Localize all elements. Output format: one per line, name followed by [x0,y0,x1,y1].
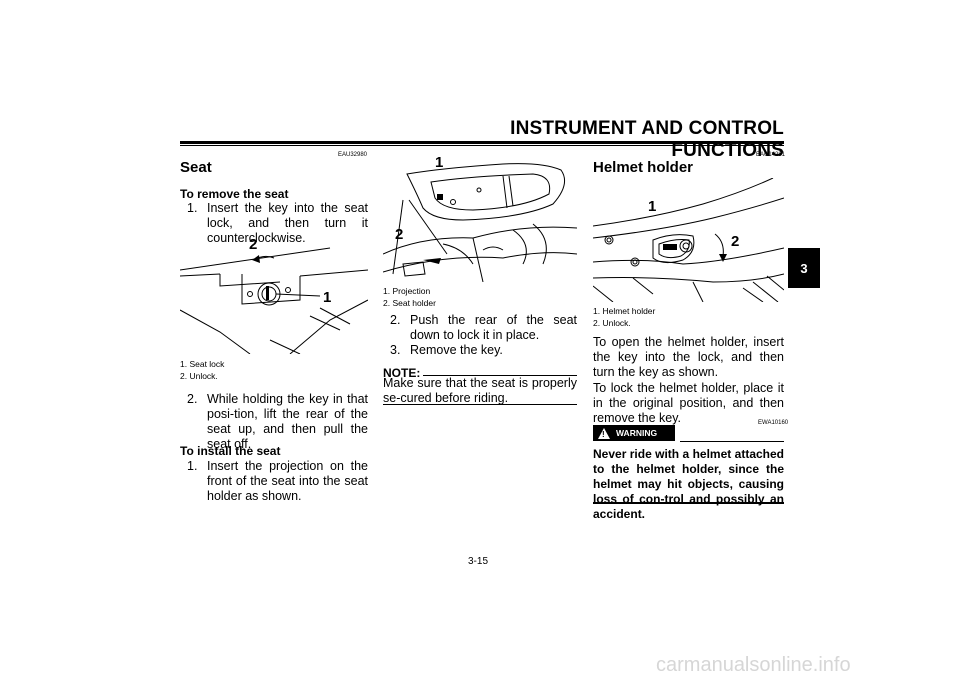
figure-label-1: 1 [648,198,657,215]
step-number: 1. [187,201,198,215]
helmet-holder-figure: 1 2 [593,178,784,302]
note-rule [423,375,577,376]
section-heading-helmet-holder: Helmet holder [593,159,694,176]
note-text: Make sure that the seat is properly se-c… [383,376,577,405]
caption-projection: 1. Projection [383,286,431,296]
step-text: Remove the key. [410,343,503,357]
warning-bottom-rule [593,502,784,504]
caption-seat-holder: 2. Seat holder [383,298,436,308]
note-label: NOTE: [383,366,421,380]
section-heading-seat: Seat [180,159,212,176]
watermark: carmanualsonline.info [656,654,851,676]
step-text: While holding the key in that posi-tion,… [207,392,368,451]
step-text: Insert the projection on the front of th… [207,459,368,503]
step-number: 1. [187,459,198,473]
section-code: EAU32980 [338,152,368,158]
header-rule-thin [180,145,784,146]
install-step-2: 2. Push the rear of the seat down to loc… [390,313,577,345]
note-bottom-rule [383,404,577,405]
figure-label-1: 1 [323,289,332,306]
warning-label: WARNING [616,428,658,438]
install-step-3: 3. Remove the key. [390,343,577,359]
seat-holder-figure: 1 2 [383,154,577,282]
helmet-lock-paragraph: To lock the helmet holder, place it in t… [593,381,784,425]
seat-holder-illustration [383,163,577,282]
seat-lock-illustration [180,247,368,354]
warning-rule [680,441,784,442]
section-code: EAU14281 [756,152,786,158]
header-rule [180,141,784,144]
caption-unlock: 2. Unlock. [593,318,631,328]
caption-helmet-holder: 1. Helmet holder [593,306,656,316]
warning-badge: ! WARNING [593,425,675,441]
step-number: 2. [187,392,198,406]
remove-step-2: 2. While holding the key in that posi-ti… [187,392,368,451]
step-number: 3. [390,343,401,357]
chapter-tab: 3 [788,248,820,288]
caption-unlock: 2. Unlock. [180,371,218,381]
remove-step-1: 1. Insert the key into the seat lock, an… [187,201,368,245]
step-text: Push the rear of the seat down to lock i… [410,313,577,342]
warning-code: EWA10160 [758,420,789,426]
warning-text: Never ride with a helmet attached to the… [593,447,784,521]
remove-seat-heading: To remove the seat [180,187,289,201]
step-number: 2. [390,313,401,327]
page-number: 3-15 [468,556,489,567]
caption-seat-lock: 1. Seat lock [180,359,225,369]
install-seat-heading: To install the seat [180,444,281,458]
warning-triangle-icon: ! [598,427,610,439]
step-text: Insert the key into the seat lock, and t… [207,201,368,245]
helmet-open-paragraph: To open the helmet holder, insert the ke… [593,335,784,379]
figure-label-2: 2 [395,226,404,243]
install-step-1: 1. Insert the projection on the front of… [187,459,368,505]
figure-label-2: 2 [731,233,740,250]
figure-label-1: 1 [435,154,444,171]
figure-label-2: 2 [249,236,258,253]
seat-lock-figure: 2 1 [180,236,368,354]
helmet-holder-illustration [593,178,784,302]
